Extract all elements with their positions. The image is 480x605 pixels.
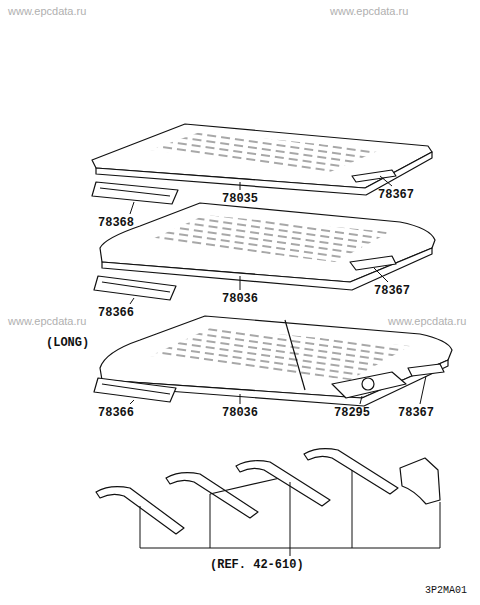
callout-number: 78036 — [222, 292, 258, 306]
callout-number: 78368 — [98, 216, 134, 230]
watermark: www.epcdata.ru — [388, 314, 466, 328]
callout-number: 78366 — [98, 306, 134, 320]
callout-number: 78367 — [374, 284, 410, 298]
callout-number: 78295 — [334, 406, 370, 420]
callout-number: 78367 — [378, 188, 414, 202]
callout-number: 78366 — [98, 406, 134, 420]
watermark: www.epcdata.ru — [8, 314, 86, 328]
watermark: www.epcdata.ru — [8, 4, 86, 18]
callout-number: 78367 — [398, 406, 434, 420]
watermark: www.epcdata.ru — [330, 4, 408, 18]
callout-number: (LONG) — [46, 336, 89, 350]
callout-number: (REF. 42-610) — [210, 558, 304, 572]
callout-number: 78036 — [222, 406, 258, 420]
callout-number: 78035 — [222, 192, 258, 206]
callout-number: 3P2MA01 — [425, 584, 467, 598]
